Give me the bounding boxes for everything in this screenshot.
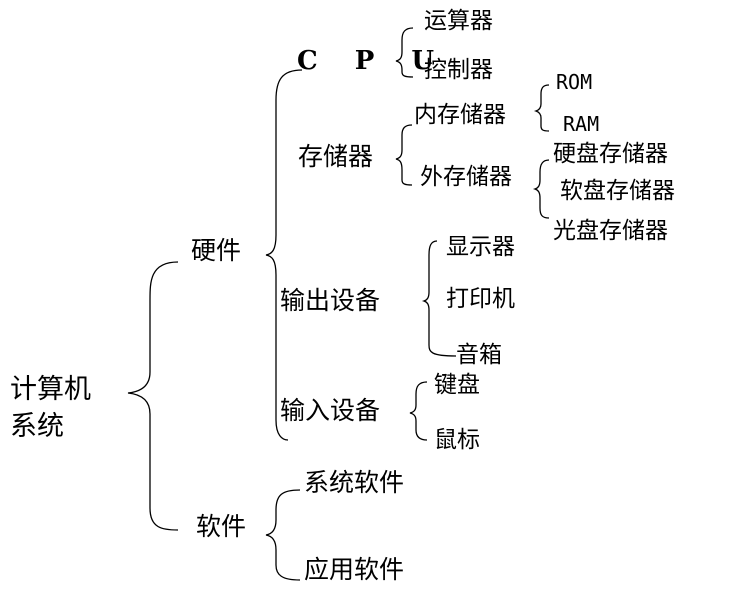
output-item-display: 显示器 (446, 234, 515, 260)
software-label: 软件 (196, 512, 247, 541)
cpu-item-alu: 运算器 (424, 8, 493, 34)
software-item-system: 系统软件 (304, 468, 405, 497)
brace-input (409, 381, 428, 441)
output-item-speaker: 音箱 (456, 342, 502, 368)
brace-output (421, 240, 457, 357)
root-label-line1: 计算机 (10, 374, 91, 405)
brace-software (265, 489, 301, 581)
hardware-label: 硬件 (191, 236, 242, 265)
input-devices-label: 输入设备 (280, 396, 381, 425)
output-devices-label: 输出设备 (280, 286, 381, 315)
input-item-mouse: 鼠标 (434, 427, 480, 453)
external-item-optical-disk: 光盘存储器 (553, 218, 668, 244)
external-memory-label: 外存储器 (420, 164, 512, 190)
cpu-label: C P U (297, 46, 449, 76)
output-item-printer: 打印机 (446, 286, 515, 312)
internal-item-ram: RAM (563, 112, 600, 136)
internal-item-rom: ROM (556, 70, 593, 94)
external-item-floppy-disk: 软盘存储器 (560, 178, 675, 204)
input-item-keyboard: 键盘 (434, 372, 480, 398)
software-item-application: 应用软件 (304, 555, 405, 584)
root-label-line2: 系统 (10, 411, 64, 442)
brace-internal (533, 84, 550, 132)
cpu-item-controller: 控制器 (424, 57, 493, 83)
external-item-hard-disk: 硬盘存储器 (553, 141, 668, 167)
brace-root (127, 261, 179, 531)
brace-storage (395, 124, 413, 186)
internal-memory-label: 内存储器 (414, 102, 506, 128)
storage-label: 存储器 (298, 142, 374, 171)
brace-external (532, 159, 550, 219)
brace-hardware (265, 69, 303, 441)
brace-cpu (395, 27, 414, 78)
